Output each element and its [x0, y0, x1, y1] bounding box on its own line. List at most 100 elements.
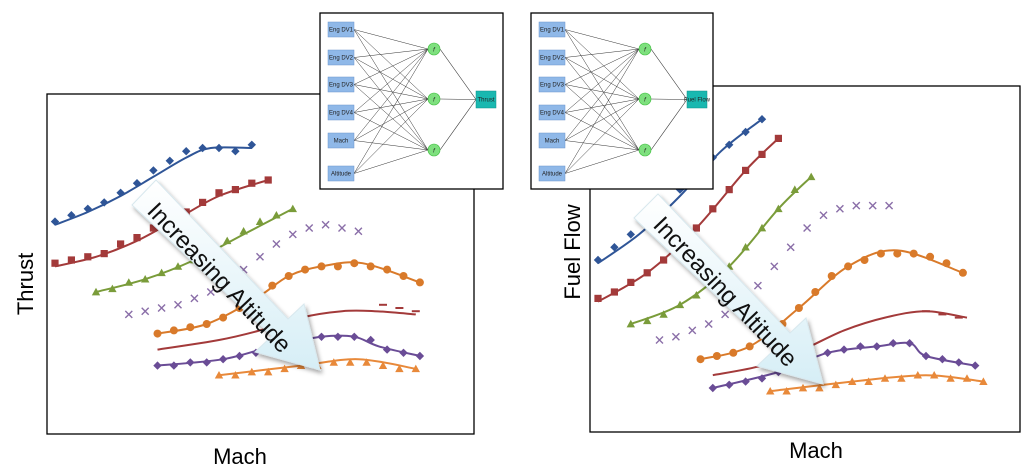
data-point-7-14 — [921, 351, 931, 361]
data-point-2-12 — [774, 134, 782, 142]
data-point-5-9 — [284, 272, 293, 280]
input-node-4: Eng DV4 — [327, 104, 355, 121]
series-4 — [655, 201, 894, 344]
data-point-8-14 — [979, 377, 988, 385]
data-point-2-2 — [610, 288, 618, 296]
input-node-label: Eng DV2 — [540, 56, 565, 62]
data-point-1-11 — [214, 143, 224, 153]
data-point-1-10 — [741, 127, 750, 137]
data-point-2-5 — [117, 240, 125, 248]
data-point-7-13 — [350, 332, 359, 341]
data-point-8-2 — [782, 387, 791, 395]
data-point-5-8 — [268, 281, 277, 290]
data-point-3-2 — [643, 316, 652, 325]
input-node-label: Eng DV4 — [329, 111, 354, 117]
data-point-3-8 — [741, 243, 750, 251]
input-node-label: Eng DV3 — [329, 83, 354, 89]
data-point-2-8 — [709, 205, 717, 213]
data-point-3-9 — [757, 223, 767, 232]
data-point-1-7 — [149, 166, 158, 175]
data-point-5-4 — [202, 320, 211, 328]
data-point-4-8 — [770, 262, 779, 271]
data-point-8-4 — [815, 383, 824, 392]
hidden-node-symbol: f — [644, 98, 647, 104]
output-node-label: Thrust — [477, 98, 494, 104]
data-point-3-1 — [626, 319, 635, 328]
data-point-2-10 — [742, 166, 750, 174]
increasing-altitude-arrow-thrust — [131, 179, 321, 371]
data-point-5-15 — [383, 265, 392, 274]
data-point-3-4 — [141, 275, 150, 283]
data-point-8-9 — [346, 358, 355, 366]
data-point-2-5 — [660, 256, 668, 264]
data-point-8-3 — [798, 383, 808, 392]
data-point-3-13 — [288, 204, 297, 213]
data-point-7-2 — [725, 380, 734, 389]
data-point-3-4 — [675, 300, 685, 309]
data-point-5-14 — [909, 249, 918, 258]
data-point-8-5 — [831, 380, 840, 389]
data-point-5-12 — [333, 262, 342, 271]
data-point-4-15 — [885, 201, 894, 210]
data-point-5-1 — [153, 329, 162, 338]
data-point-5-17 — [958, 268, 967, 277]
data-point-8-11 — [930, 371, 939, 379]
input-node-label: Eng DV3 — [540, 83, 565, 89]
x-axis-label-thrust: Mach — [213, 444, 267, 469]
data-point-1-3 — [83, 204, 92, 213]
hidden-node-symbol: f — [433, 149, 436, 155]
data-point-2-9 — [725, 186, 733, 194]
input-node-label: Mach — [334, 139, 349, 145]
data-point-3-11 — [790, 185, 799, 193]
data-point-1-10 — [198, 143, 207, 153]
data-point-7-4 — [757, 374, 767, 383]
output-node: Thrust — [475, 90, 497, 109]
data-point-1-5 — [116, 188, 125, 197]
input-node-5: Mach — [327, 132, 355, 149]
data-point-1-1 — [593, 255, 603, 265]
output-node-label: Fuel Flow — [684, 98, 711, 104]
data-point-4-3 — [157, 304, 166, 312]
data-point-4-5 — [721, 310, 730, 319]
data-point-8-13 — [411, 364, 420, 373]
data-point-7-10 — [856, 342, 865, 351]
data-point-8-12 — [395, 364, 404, 373]
data-point-5-17 — [415, 278, 424, 287]
data-point-4-14 — [338, 224, 346, 232]
data-point-8-13 — [962, 374, 972, 382]
data-point-5-12 — [876, 249, 885, 258]
data-point-3-5 — [692, 291, 701, 299]
data-point-5-13 — [893, 249, 902, 258]
input-node-label: Altitude — [542, 172, 563, 178]
fit-line-1 — [597, 118, 763, 265]
increasing-altitude-arrow-fuel-flow — [633, 193, 824, 385]
data-point-3-10 — [774, 204, 783, 213]
input-node-4: Eng DV4 — [538, 104, 566, 121]
data-point-3-11 — [255, 217, 265, 225]
data-point-8-1 — [766, 387, 775, 395]
network-frame — [530, 12, 714, 190]
hidden-node-symbol: f — [433, 98, 436, 104]
data-point-2-3 — [84, 253, 92, 261]
data-point-7-15 — [938, 355, 947, 364]
network-connections — [353, 29, 477, 174]
data-point-2-2 — [67, 256, 75, 264]
data-point-4-12 — [305, 224, 314, 232]
data-point-7-16 — [399, 348, 408, 357]
data-point-5-10 — [301, 265, 310, 274]
data-point-8-8 — [880, 374, 890, 382]
data-point-4-2 — [671, 332, 680, 341]
data-point-4-1 — [655, 336, 664, 344]
data-point-1-2 — [610, 243, 619, 252]
hidden-node-1: f — [638, 42, 652, 56]
input-node-5: Mach — [538, 132, 566, 149]
data-point-5-3 — [186, 323, 195, 332]
input-node-label: Eng DV1 — [540, 28, 565, 34]
input-node-label: Mach — [545, 139, 560, 145]
input-node-1: Eng DV1 — [327, 21, 355, 38]
input-node-label: Eng DV2 — [329, 56, 354, 62]
data-point-5-8 — [811, 288, 820, 296]
data-point-8-7 — [864, 377, 873, 385]
data-point-7-11 — [872, 342, 881, 351]
